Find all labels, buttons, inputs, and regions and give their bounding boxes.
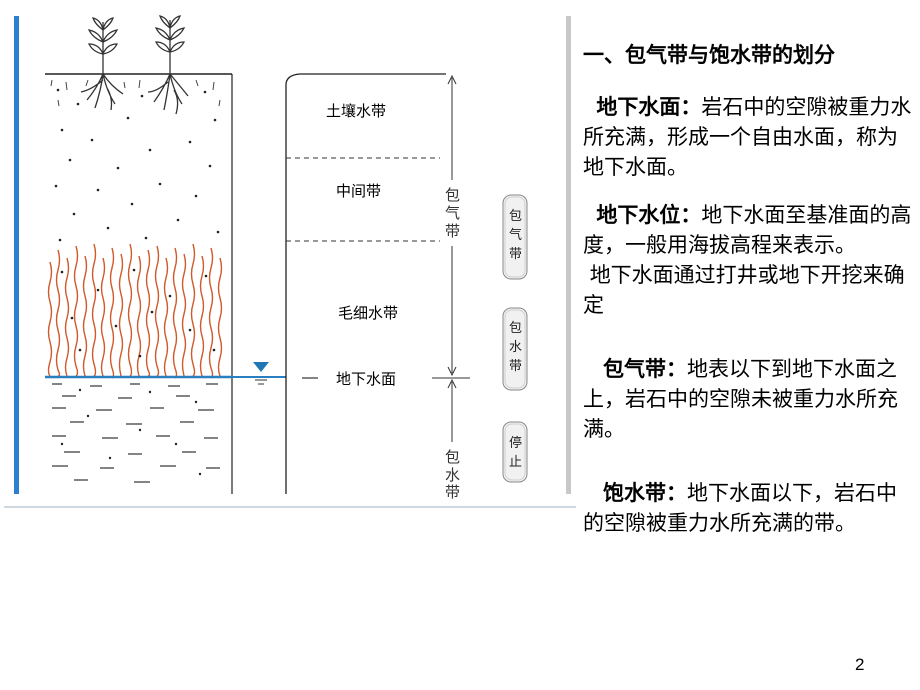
saturated-label-char-2: 水 bbox=[445, 466, 460, 484]
pill-saturated[interactable]: 包 水 带 bbox=[502, 307, 528, 391]
def-vadose-zone: 地表以下到地下水面之上，岩石中的空隙未被重力水所充满。 bbox=[583, 357, 898, 441]
note-water-table-text: 地下水面通过打井或地下开挖来确定 bbox=[583, 263, 905, 317]
plant-icon-left bbox=[80, 17, 124, 111]
pill-saturated-char-3: 带 bbox=[509, 359, 522, 374]
capillary-dots bbox=[60, 268, 216, 358]
water-level-icon bbox=[253, 362, 269, 372]
left-blue-bar bbox=[14, 16, 19, 494]
saturated-zone-dashes bbox=[52, 383, 220, 483]
def-saturated-zone: 地下水面以下，岩石中的空隙被重力水所充满的带。 bbox=[583, 481, 898, 535]
pill-stop-char-1: 停 bbox=[509, 435, 522, 451]
vadose-label-char-2: 气 bbox=[445, 204, 460, 222]
capillary-fringe bbox=[47, 243, 223, 379]
label-water-table: 地下水面 bbox=[336, 370, 396, 388]
soil-dots bbox=[54, 88, 220, 242]
note-water-table: 地下水面通过打井或地下开挖来确定 bbox=[583, 260, 918, 320]
definition-water-table: 地下水面：岩石中的空隙被重力水所充满，形成一个自由水面，称为地下水面。 bbox=[583, 92, 918, 182]
pill-stop-char-2: 止 bbox=[509, 455, 522, 470]
zone-column bbox=[285, 73, 446, 494]
plant-icon-right bbox=[147, 15, 189, 115]
saturated-label-char-1: 包 bbox=[445, 448, 460, 466]
section-title: 一、包气带与饱水带的划分 bbox=[583, 43, 835, 67]
saturated-arrow-head-up bbox=[447, 378, 457, 389]
right-grey-bar bbox=[566, 16, 571, 494]
vadose-arrow-head-down bbox=[447, 366, 457, 377]
soil-root-marks bbox=[50, 79, 221, 107]
label-capillary-zone: 毛细水带 bbox=[338, 304, 398, 322]
term-saturated-zone: 饱水带： bbox=[603, 481, 688, 505]
pill-saturated-char-1: 包 bbox=[509, 321, 522, 336]
pill-stop[interactable]: 停 止 bbox=[502, 421, 528, 483]
def-water-table: 岩石中的空隙被重力水所充满，形成一个自由水面，称为地下水面。 bbox=[583, 95, 912, 179]
text-panel: 一、包气带与饱水带的划分 地下水面：岩石中的空隙被重力水所充满，形成一个自由水面… bbox=[583, 40, 918, 556]
saturated-zone-dots bbox=[60, 388, 202, 476]
page-number: 2 bbox=[855, 655, 865, 674]
vadose-arrow-head-up bbox=[447, 74, 457, 85]
vadose-label-char-3: 带 bbox=[445, 222, 460, 240]
saturated-label-char-3: 带 bbox=[445, 483, 460, 501]
term-water-level: 地下水位： bbox=[596, 203, 702, 227]
pill-vadose-char-3: 带 bbox=[509, 247, 522, 262]
pill-vadose-char-2: 气 bbox=[509, 227, 522, 243]
label-soil-water-zone: 土壤水带 bbox=[326, 102, 386, 120]
definition-vadose-zone: 包气带：地表以下到地下水面之上，岩石中的空隙未被重力水所充满。 bbox=[583, 354, 918, 444]
term-water-table: 地下水面： bbox=[596, 95, 702, 119]
pill-vadose[interactable]: 包 气 带 bbox=[502, 194, 528, 280]
vadose-label-char-1: 包 bbox=[445, 186, 460, 204]
groundwater-zones-diagram: 土壤水带 中间带 毛细水带 地下水面 包 气 带 包 水 带 包 气 带 包 水… bbox=[4, 15, 576, 508]
def-water-level: 地下水面至基准面的高度，一般用海拔高程来表示。 bbox=[583, 203, 912, 257]
pill-saturated-char-2: 水 bbox=[509, 340, 522, 355]
definition-saturated-zone: 饱水带：地下水面以下，岩石中的空隙被重力水所充满的带。 bbox=[583, 478, 918, 538]
definition-water-level: 地下水位：地下水面至基准面的高度，一般用海拔高程来表示。 bbox=[583, 200, 918, 260]
pill-vadose-char-1: 包 bbox=[509, 209, 522, 224]
term-vadose-zone: 包气带： bbox=[603, 357, 688, 381]
label-intermediate-zone: 中间带 bbox=[336, 182, 381, 200]
